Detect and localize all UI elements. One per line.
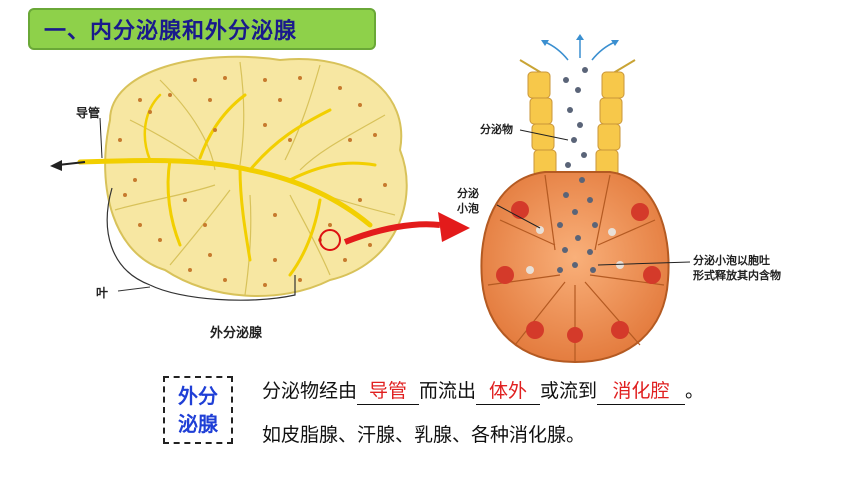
acinus-detail [480,34,691,364]
sentence-part-2: 而流出 [419,380,477,402]
answer-blank-2: 体外 [476,380,541,405]
page-title: 一、内分泌腺和外分泌腺 [44,19,298,44]
answer-blank-3: 消化腔 [597,380,686,405]
zoom-arrow [343,212,470,245]
sentence-part-1: 分泌物经由 [262,380,358,402]
answer-blank-1: 导管 [357,380,420,405]
secretion-label: 分泌物 [480,123,513,136]
examples-sentence: 如皮脂腺、汗腺、乳腺、各种消化腺。 [262,424,586,446]
term-exocrine: 外分 泌腺 [178,384,218,436]
exocrine-gland-lobules [50,55,408,301]
figure-caption: 外分泌腺 [210,326,263,341]
term-box: 外分 泌腺 [163,376,233,444]
release-label: 分泌小泡以胞吐 形式释放其内含物 [693,254,781,282]
vesicle-label: 分泌 小泡 [457,187,479,215]
sentence-part-4: 。 [685,380,705,402]
lobe-label: 叶 [96,286,109,300]
sentence-part-3: 或流到 [540,380,598,402]
title-banner: 一、内分泌腺和外分泌腺 [28,8,376,50]
duct-label: 导管 [76,106,101,120]
definition-sentence: 分泌物经由导管而流出体外或流到消化腔。 [262,376,704,405]
